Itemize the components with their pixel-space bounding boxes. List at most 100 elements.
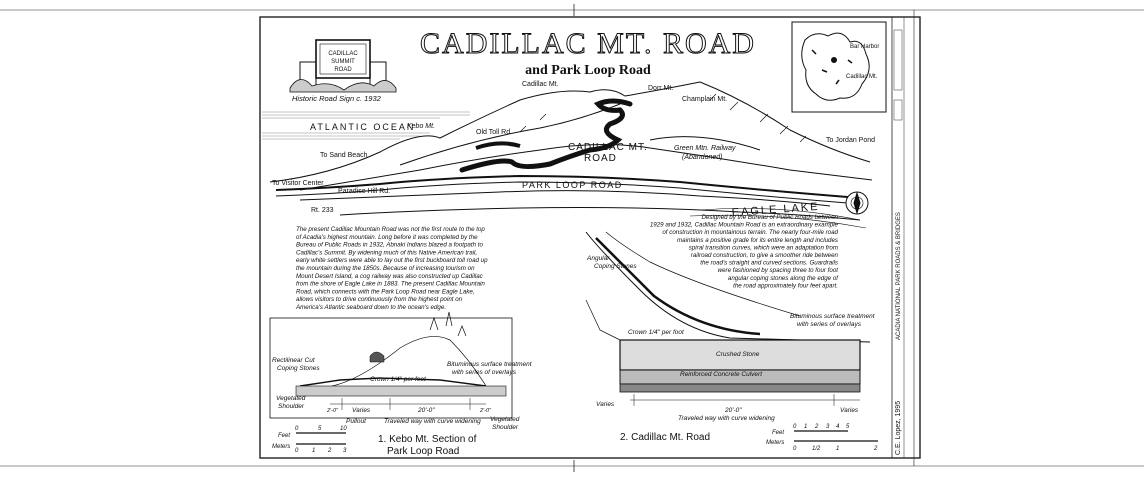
paragraph-line: early white settlers were able to lay ou… (296, 257, 488, 264)
label-atlantic-ocean: ATLANTIC OCEAN (310, 122, 415, 132)
main-title: CADILLAC MT. ROAD (420, 27, 756, 60)
s2-culvert: Reinforced Concrete Culvert (680, 371, 763, 378)
s2-angular1: Angular (586, 255, 610, 262)
label-green-mtn-railway: Green Mtn. Railway (674, 145, 736, 152)
scale2-f2: 2 (814, 424, 819, 430)
subtitle: and Park Loop Road (525, 63, 651, 78)
s2-crown: Crown 1/4" per foot (628, 329, 685, 336)
paragraph-line: the mountain during the 1850s. Because o… (296, 265, 475, 272)
s2-bitum1: Bituminous surface treatment (790, 313, 876, 320)
scale2-f5: 5 (846, 424, 850, 430)
sign-line1: CADILLAC (328, 51, 358, 57)
scale2-f3: 3 (826, 424, 830, 430)
s1-shoulder2: Shoulder (492, 424, 519, 431)
label-to-visitor-center: To Visitor Center (272, 180, 324, 187)
paragraph-line: Road, which connects with the Park Loop … (296, 288, 475, 295)
scale1-f0: 0 (295, 426, 299, 432)
scale1-m2: 2 (327, 448, 332, 454)
paragraph-line: of construction in mountainous terrain. … (662, 229, 838, 236)
s1-dim-20ft: 20'-0" (417, 407, 435, 414)
sign-line3: ROAD (334, 67, 352, 73)
scale1-m0: 0 (295, 448, 299, 454)
inset-cadillac: Cadillac Mt. (846, 74, 878, 80)
label-rt-233: Rt. 233 (311, 207, 334, 214)
s1-caption-2: Park Loop Road (387, 446, 459, 457)
paragraph-line: the road's straight and curved sections.… (700, 260, 838, 267)
s1-veg2: Vegetated (490, 416, 520, 423)
scale1-m3: 3 (343, 448, 347, 454)
scale2-feet: Feet (772, 430, 784, 436)
s2-traveled: Traveled way with curve widening (678, 415, 775, 422)
s1-caption-1: 1. Kebo Mt. Section of (378, 434, 477, 445)
s1-veg: Vegetated (276, 395, 306, 402)
s1-pullout: Pullout (346, 418, 367, 425)
paragraph-line: Cadillac's Summit. By widening much of t… (296, 249, 477, 256)
scale-bar-2: Feet Meters 0 1 2 3 4 5 0 1/2 1 2 (766, 424, 878, 452)
paragraph-left: The present Cadillac Mountain Road was n… (295, 226, 488, 311)
sign-line2: SUMMIT (331, 59, 355, 65)
s1-traveled: Traveled way with curve widening (384, 418, 481, 425)
scale2-f1: 1 (804, 424, 807, 430)
scale2-meters: Meters (766, 440, 784, 446)
label-to-sand-beach: To Sand Beach (320, 152, 368, 159)
label-old-toll-rd: Old Toll Rd. (476, 129, 512, 136)
paragraph-line: Bureau of Public Roads in 1932, Abnaki I… (296, 242, 483, 249)
s1-dim-2ft-right: 2'-0" (479, 408, 492, 414)
s1-crown: Crown 1/4" per foot (370, 376, 427, 383)
paragraph-line: angular coping stones along the edge of (728, 275, 839, 282)
section-2-drawing (585, 231, 871, 406)
scale2-f0: 0 (793, 424, 797, 430)
inset-bar-harbor: Bar Harbor (850, 44, 879, 50)
sheet-border (0, 4, 1144, 472)
paragraph-line: from the shore of Eagle Lake in 1883. Th… (296, 281, 485, 288)
scale2-f4: 4 (836, 424, 840, 430)
label-abandoned: (Abandoned) (682, 154, 722, 161)
scale1-m1: 1 (312, 448, 315, 454)
historic-road-sign: CADILLAC SUMMIT ROAD Historic Road Sign … (289, 39, 397, 103)
ocean-hatch (262, 111, 470, 140)
scale2-m0: 0 (793, 446, 797, 452)
paragraph-line: America's Atlantic seaboard down to the … (295, 304, 446, 311)
s1-varies: Varies (352, 407, 371, 414)
scale-bar-1: Feet Meters 0 5 10 0 1 2 3 (272, 426, 347, 454)
s2-varies-right: Varies (840, 407, 859, 414)
s2-varies-left: Varies (596, 401, 615, 408)
paragraph-line: spiral transition curves, which were an … (689, 244, 838, 251)
s1-bitum2: with series of overlays (452, 369, 517, 376)
paragraph-line: Mount Desert Island, a cog railway was a… (296, 273, 484, 280)
label-kebo-mt: Kebo Mt. (407, 123, 435, 130)
scale2-m1: 1 (836, 446, 839, 452)
s2-dim-20ft: 20'-0" (724, 407, 742, 414)
label-to-jordan-pond: To Jordan Pond (826, 137, 875, 144)
paragraph-line: 1929 and 1932, Cadillac Mountain Road is… (650, 222, 839, 229)
paragraph-line: allows visitors to drive continuously fr… (296, 296, 463, 303)
scale2-mhalf: 1/2 (812, 446, 821, 452)
s2-angular2: Coping Stones (594, 263, 637, 270)
section-2-labels: Angular Coping Stones Crown 1/4" per foo… (586, 255, 876, 422)
title-block-text: ACADIA NATIONAL PARK ROADS & BRIDGES (896, 212, 902, 340)
s2-caption: 2. Cadillac Mt. Road (620, 432, 710, 443)
section-1-drawing (269, 311, 513, 419)
title-block: ACADIA NATIONAL PARK ROADS & BRIDGES C.E… (893, 29, 903, 455)
paragraph-line: railroad construction, to give a smoothe… (691, 252, 839, 259)
inset-map: Bar Harbor Cadillac Mt. (791, 21, 887, 113)
mountain-landscape (269, 81, 873, 229)
s2-crushed: Crushed Stone (716, 351, 760, 358)
s1-dim-2ft: 2'-0" (326, 408, 339, 414)
label-park-loop-road: PARK LOOP ROAD (522, 180, 623, 190)
paragraph-right: Designed by the Bureau of Public Roads b… (650, 214, 839, 289)
s1-coping: Coping Stones (277, 365, 320, 372)
s1-bitum1: Bituminous surface treatment (447, 361, 533, 368)
scale1-f10: 10 (340, 426, 347, 432)
label-dorr-mt: Dorr Mt. (648, 85, 673, 92)
s1-shoulder: Shoulder (278, 403, 305, 410)
label-road-2: ROAD (584, 153, 617, 164)
paragraph-line: maintains a positive grade for its entir… (677, 237, 838, 244)
paragraph-line: of Acadia's highest mountain. Long befor… (296, 234, 478, 241)
label-road-1: CADILLAC MT. (568, 142, 648, 153)
scale1-f5: 5 (318, 426, 322, 432)
paragraph-line: the road approximately four feet apart. (733, 282, 838, 289)
label-champlain-mt: Champlain Mt. (682, 96, 727, 103)
